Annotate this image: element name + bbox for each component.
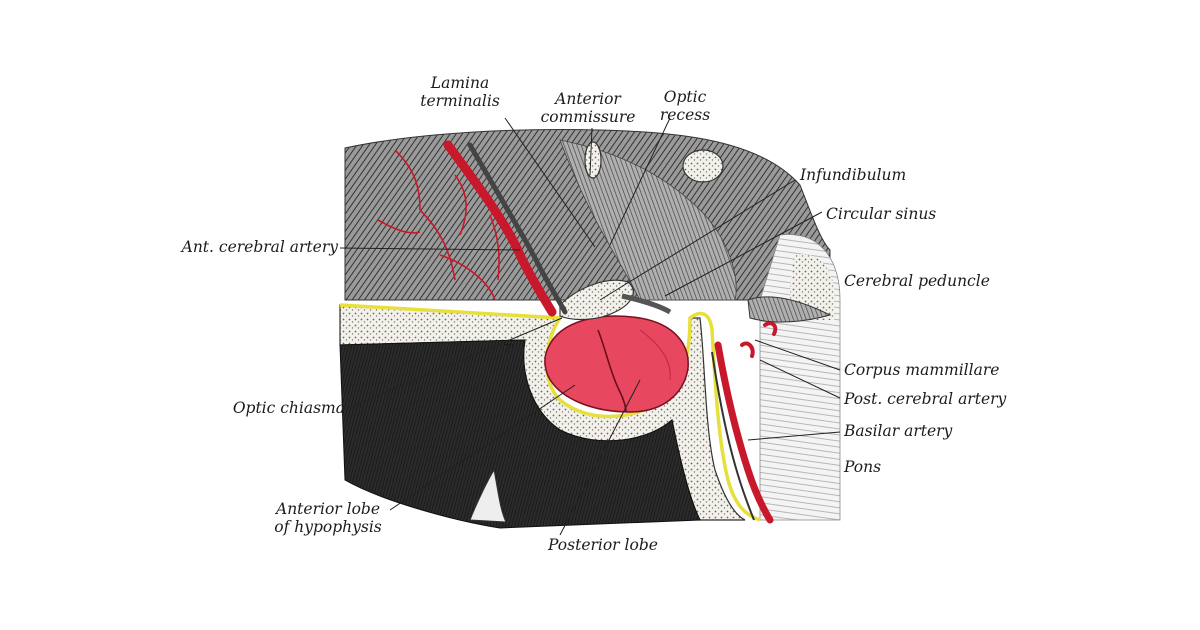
sphenoid-sinus-region bbox=[339, 339, 701, 529]
label-infundibulum: Infundibulum bbox=[800, 166, 907, 184]
label-anterior-commissure-line2: commissure bbox=[540, 108, 636, 126]
hypophysis-gland bbox=[544, 315, 689, 413]
label-pons: Pons bbox=[844, 458, 882, 476]
dura-mater-line bbox=[339, 303, 761, 522]
label-optic-chiasma: Optic chiasma bbox=[232, 399, 345, 417]
leader-lines bbox=[339, 117, 841, 536]
label-optic-recess-line2: recess bbox=[659, 106, 711, 124]
third-ventricle-region bbox=[559, 139, 737, 301]
label-circular-sinus: Circular sinus bbox=[826, 205, 937, 223]
corpus-mammillare-shape bbox=[747, 296, 832, 323]
mammillary-vessels bbox=[740, 321, 778, 358]
label-optic-recess-line1: Optic bbox=[663, 88, 707, 106]
optic-recess-oval bbox=[682, 149, 724, 183]
label-anterior-lobe: Anterior lobe of hypophysis bbox=[258, 500, 398, 536]
label-post-cerebral-artery: Post. cerebral artery bbox=[844, 390, 1007, 408]
label-anterior-lobe-line1: Anterior lobe bbox=[276, 500, 380, 518]
bony-spur bbox=[469, 468, 507, 523]
plate-mark: 7' bbox=[503, 342, 514, 356]
basilar-artery bbox=[714, 341, 774, 524]
label-posterior-lobe: Posterior lobe bbox=[548, 536, 658, 554]
label-lamina-terminalis-line2: terminalis bbox=[420, 92, 500, 110]
label-cerebral-peduncle: Cerebral peduncle bbox=[844, 272, 990, 290]
label-anterior-commissure-line1: Anterior bbox=[555, 90, 621, 108]
label-anterior-commissure: Anterior commissure bbox=[528, 90, 648, 126]
lobe-divider bbox=[597, 329, 627, 413]
label-lamina-terminalis: Lamina terminalis bbox=[405, 74, 515, 110]
label-basilar-artery: Basilar artery bbox=[844, 422, 953, 440]
infundibulum-stalk bbox=[621, 293, 672, 315]
label-lamina-terminalis-line1: Lamina bbox=[430, 74, 490, 92]
arterial-branches bbox=[377, 149, 500, 301]
label-corpus-mammillare: Corpus mammillare bbox=[844, 361, 1000, 379]
anterior-commissure-oval bbox=[584, 141, 602, 179]
label-optic-recess: Optic recess bbox=[650, 88, 720, 124]
label-anterior-lobe-line2: of hypophysis bbox=[274, 518, 382, 536]
label-ant-cerebral-artery: Ant. cerebral artery bbox=[181, 238, 338, 256]
gland-shade bbox=[639, 329, 671, 381]
